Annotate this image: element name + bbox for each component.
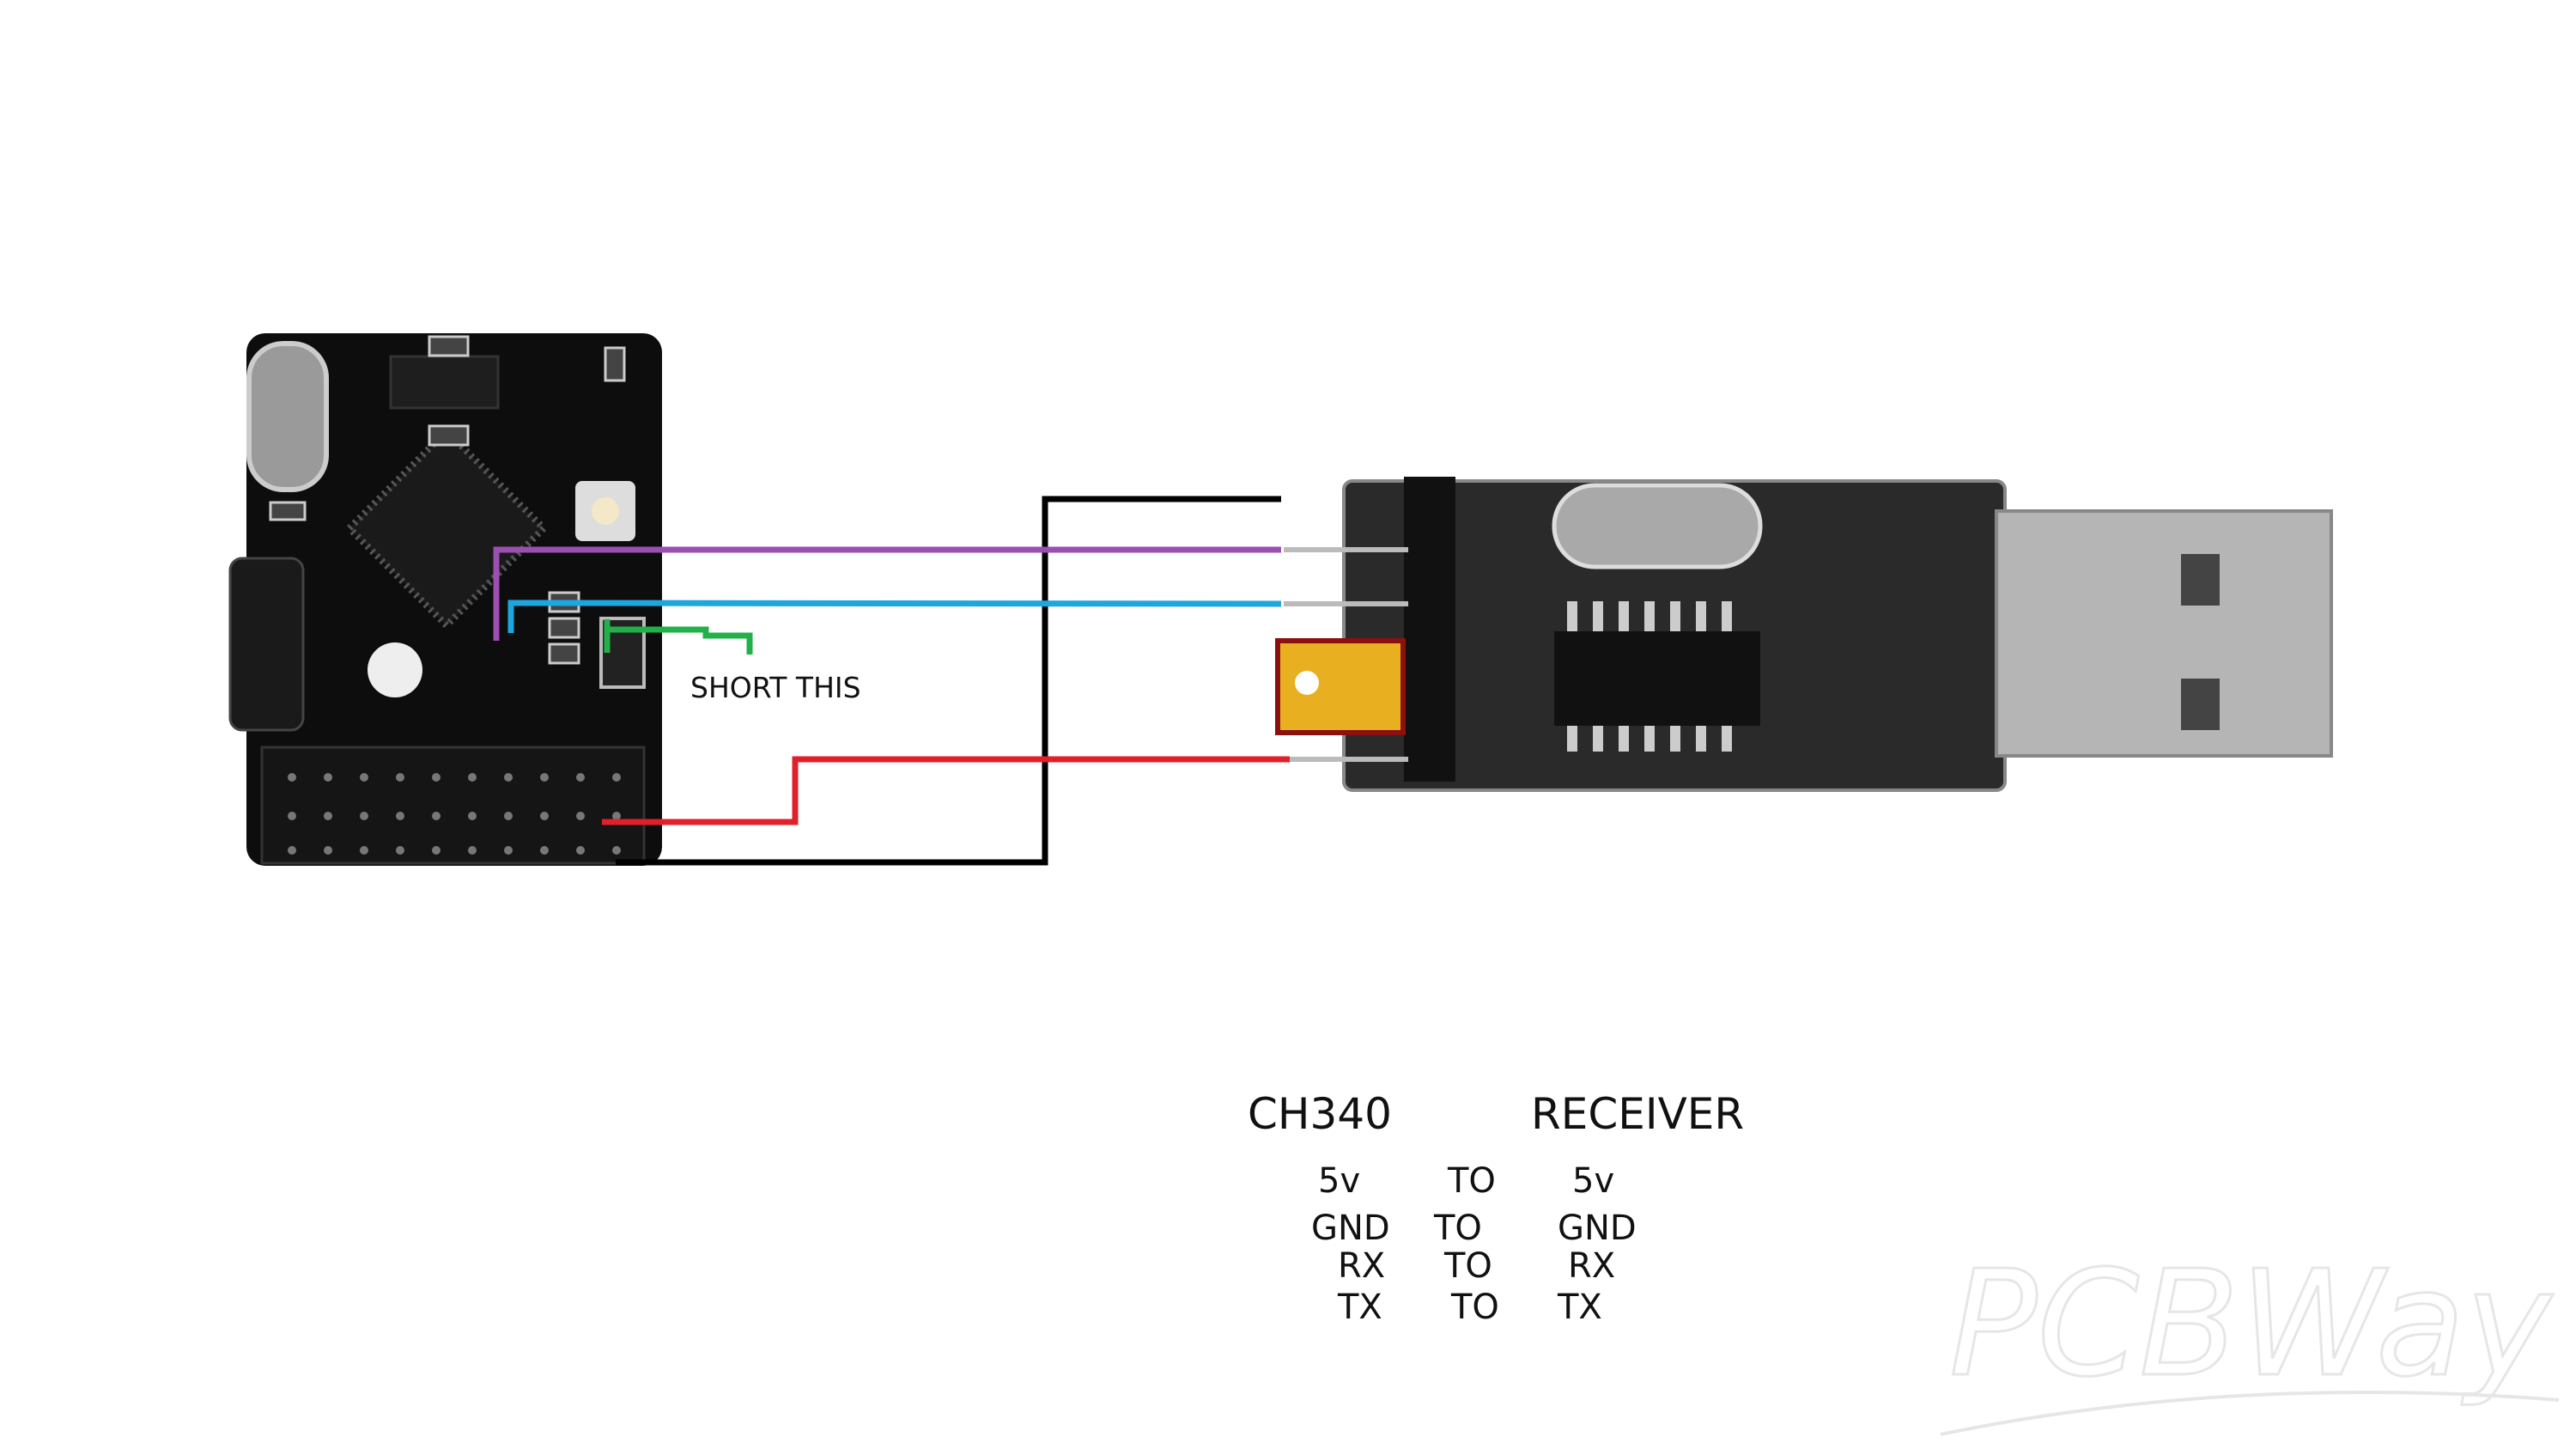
row-gnd-from: GND [1311, 1209, 1390, 1248]
row-rx-to: RX [1568, 1246, 1616, 1286]
row-gnd-to: GND [1558, 1209, 1637, 1248]
ch340-usb-module [1284, 477, 2333, 792]
row-rx-joiner: TO [1444, 1246, 1492, 1286]
row-tx-joiner: TO [1451, 1288, 1499, 1327]
row-tx-from: TX [1338, 1288, 1382, 1327]
crystal-oscillator [246, 341, 329, 492]
voltage-regulator [389, 355, 500, 410]
wire-vcc [602, 756, 1290, 825]
ch340-header: CH340 [1248, 1089, 1392, 1139]
receiver-header: RECEIVER [1531, 1089, 1745, 1139]
wire-short [604, 619, 753, 654]
pin-header [260, 746, 646, 865]
wire-rx [493, 546, 1281, 641]
svg-text:PCBWay: PCBWay [1949, 1239, 2554, 1409]
wire-tx [507, 600, 1282, 633]
pcbway-watermark: PCBWay [1940, 1239, 2560, 1436]
usb-connector [1995, 509, 2333, 758]
capacitor [228, 557, 305, 732]
logo-badge [368, 642, 422, 697]
row-5v-joiner: TO [1448, 1161, 1496, 1201]
wire-gnd [616, 496, 1281, 866]
ch340-chip [1554, 631, 1760, 726]
receiver-board [228, 333, 662, 866]
row-rx-from: RX [1338, 1246, 1386, 1286]
row-5v-from: 5v [1318, 1161, 1361, 1201]
row-5v-to: 5v [1572, 1161, 1615, 1201]
header-pins [1404, 477, 1455, 782]
jumper-hole [1295, 671, 1319, 695]
row-tx-to: TX [1558, 1288, 1602, 1327]
row-gnd-joiner: TO [1434, 1209, 1482, 1248]
crystal-oscillator [1552, 483, 1763, 569]
short-this-label: SHORT THIS [690, 671, 861, 704]
